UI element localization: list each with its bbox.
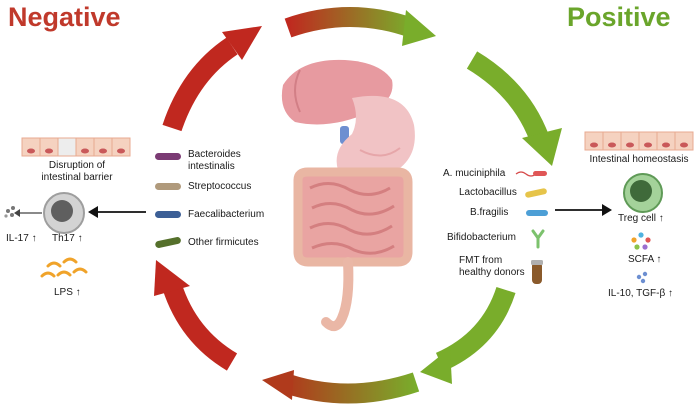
treg-cell-icon	[623, 173, 663, 213]
negative-heading: Negative	[8, 2, 121, 32]
bacteroides-label: Bacteroides intestinalis	[188, 149, 241, 172]
arrow-left-bottom	[154, 260, 238, 371]
akkermansia-label: A. muciniphila	[443, 168, 506, 179]
barrier-disruption-label: Disruption of intestinal barrier	[41, 160, 113, 183]
firmicutes-label: Other firmicutes	[188, 237, 259, 248]
akkermansia-icon	[515, 171, 547, 177]
homeostasis-label: Intestinal homeostasis	[589, 154, 689, 165]
il17-label: IL-17 ↑	[6, 233, 37, 244]
arrow-right-bottom	[420, 286, 516, 384]
streptococcus-icon	[155, 183, 181, 190]
arrow-top	[284, 7, 436, 46]
positive-heading: Positive	[567, 2, 671, 32]
lps-label: LPS ↑	[54, 287, 81, 298]
th17-label: Th17 ↑	[52, 233, 83, 244]
arrow-bottom	[262, 370, 420, 404]
bacteroides-icon	[155, 153, 181, 160]
bfragilis-icon	[526, 210, 548, 216]
scfa-dots-icon	[631, 232, 651, 250]
cytokine-label: IL-10, TGF-β ↑	[608, 288, 674, 299]
arrow-bacteria-to-th17	[88, 206, 146, 218]
fmt-label: FMT from healthy donors	[459, 255, 525, 278]
fmt-tube-icon	[531, 260, 543, 284]
treg-label: Treg cell ↑	[618, 213, 664, 224]
lactobacillus-icon	[525, 188, 547, 198]
scfa-label: SCFA ↑	[628, 254, 662, 265]
bifidobacterium-icon	[531, 229, 545, 249]
th17-cell-icon	[43, 192, 85, 234]
arrow-th17-to-il17	[14, 209, 42, 217]
cytokine-dots-icon	[636, 271, 648, 284]
il17-dots-icon	[4, 206, 15, 218]
faecalibacterium-label: Faecalibacterium	[188, 209, 265, 220]
lps-icon	[40, 257, 88, 278]
bifidobacterium-label: Bifidobacterium	[447, 232, 516, 243]
barrier-cells-healthy	[584, 131, 694, 151]
lactobacillus-label: Lactobacillus	[459, 187, 517, 198]
arrow-bacteria-to-treg	[555, 204, 612, 216]
arrow-right	[466, 51, 562, 166]
barrier-cells-disrupted	[21, 137, 131, 157]
bfragilis-label: B.fragilis	[470, 207, 509, 218]
gut-illustration-icon	[281, 59, 415, 332]
streptococcus-label: Streptococcus	[188, 181, 252, 192]
faecalibacterium-icon	[155, 211, 181, 218]
arrow-left-top	[162, 26, 262, 132]
firmicutes-icon	[155, 237, 181, 248]
